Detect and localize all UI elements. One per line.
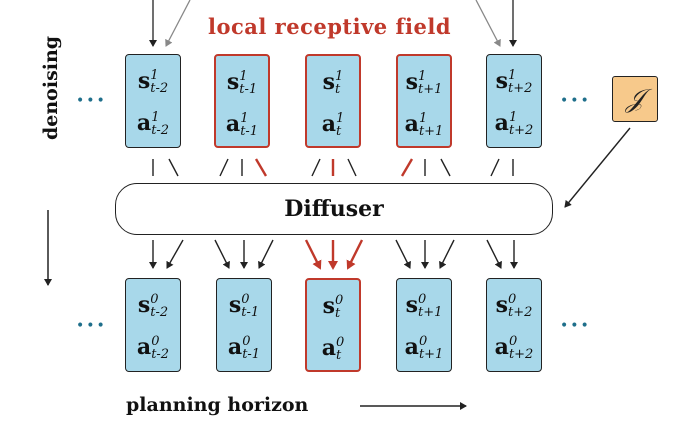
receptive-field-lines xyxy=(254,158,414,177)
diffuser-block: Diffuser xyxy=(115,183,553,235)
receptive-field-output-arrows xyxy=(304,239,364,270)
ellipsis-top-left: ••• xyxy=(76,93,107,109)
planning-horizon-label: planning horizon xyxy=(126,394,309,416)
cost-arrow xyxy=(564,127,631,208)
diffuser-to-bottom-arrows xyxy=(149,239,518,269)
ellipsis-bottom-right: ••• xyxy=(560,318,591,334)
input-arrow xyxy=(165,0,191,47)
top-to-diffuser-lines xyxy=(152,158,514,177)
receptive-field-label: local receptive field xyxy=(208,14,452,39)
denoising-label: denoising xyxy=(40,35,62,140)
ellipsis-bottom-left: ••• xyxy=(76,318,107,334)
cost-function-box: 𝒥 xyxy=(612,76,658,122)
ellipsis-top-right: ••• xyxy=(560,93,591,109)
input-arrow xyxy=(475,0,501,47)
